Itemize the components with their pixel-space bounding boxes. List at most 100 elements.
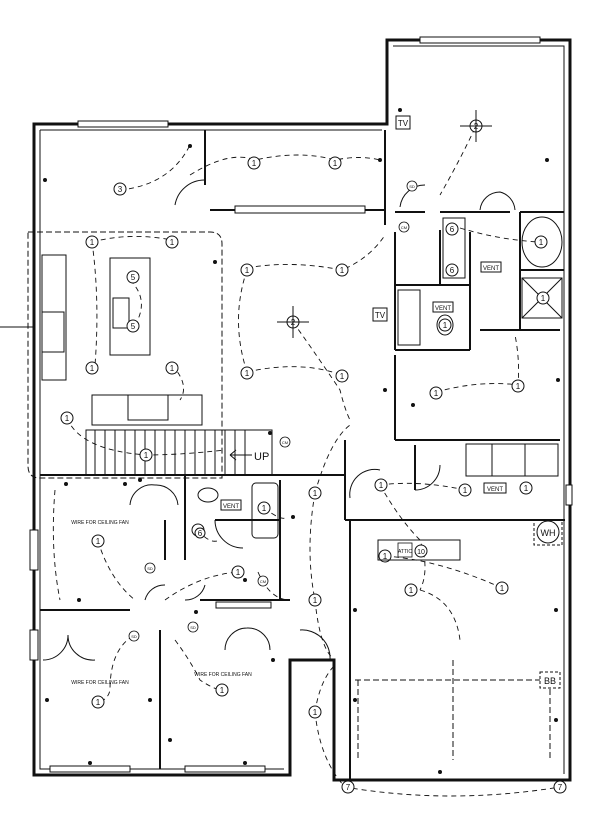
fixture-entry	[308, 705, 322, 719]
svg-text:1: 1	[463, 486, 468, 495]
svg-text:TV: TV	[398, 119, 409, 128]
svg-text:1: 1	[170, 364, 175, 373]
svg-text:TV: TV	[375, 311, 386, 320]
fixture-garage-c	[495, 581, 509, 595]
svg-text:WIRE FOR CEILING FAN: WIRE FOR CEILING FAN	[71, 520, 129, 526]
svg-text:6: 6	[450, 225, 455, 234]
fan-note-bedroom-b: WIRE FOR CEILING FAN	[194, 672, 252, 678]
exterior-walls	[32, 38, 572, 782]
fixtures	[60, 119, 567, 794]
fixture-dining-b	[335, 263, 349, 277]
svg-text:1: 1	[262, 504, 267, 513]
up-arrow: UP	[229, 449, 269, 463]
svg-text:VENT: VENT	[435, 306, 451, 312]
attic-light: ATTIC 10	[377, 539, 461, 561]
fixture-kitchen-c	[85, 361, 99, 375]
svg-text:1: 1	[236, 568, 241, 577]
smoke-detector-labels: SD SD SD SD CM CM CM	[131, 184, 415, 639]
svg-text:WIRE FOR CEILING FAN: WIRE FOR CEILING FAN	[71, 680, 129, 686]
svg-text:BB: BB	[544, 676, 556, 686]
svg-text:1: 1	[340, 372, 345, 381]
kitchen-boundary	[27, 231, 223, 479]
svg-text:1: 1	[383, 552, 388, 561]
baseboard-heater: BB	[539, 671, 561, 689]
vent-master-bath: VENT	[480, 261, 502, 273]
svg-text:5: 5	[131, 322, 136, 331]
svg-text:VENT: VENT	[487, 487, 503, 493]
tv-living: TV	[372, 307, 388, 322]
fixture-kitchen-e	[60, 411, 74, 425]
kitchen-fixtures	[41, 254, 203, 426]
fixture-kitchen-d	[165, 361, 179, 375]
fixture-bed2-fan	[91, 534, 105, 548]
fixture-island-a	[126, 270, 140, 284]
fixture-bed-b-fan	[215, 683, 229, 697]
svg-text:1: 1	[434, 389, 439, 398]
water-heater: WH	[533, 519, 563, 546]
svg-text:1: 1	[333, 159, 338, 168]
fan-note-bedroom-a: WIRE FOR CEILING FAN	[71, 680, 129, 686]
svg-text:ATTIC: ATTIC	[398, 549, 412, 555]
svg-text:6: 6	[450, 266, 455, 275]
svg-text:1: 1	[313, 596, 318, 605]
svg-text:10: 10	[417, 549, 425, 556]
svg-text:1: 1	[65, 414, 70, 423]
vent-hall-bath: VENT	[220, 499, 242, 511]
tv-bedroom: TV	[395, 115, 411, 130]
fixture-bed-a-fan	[91, 695, 105, 709]
svg-text:SD: SD	[190, 625, 196, 630]
windows	[29, 36, 573, 773]
smoke-detectors	[128, 180, 418, 642]
svg-text:SD: SD	[409, 184, 415, 189]
svg-text:1: 1	[379, 481, 384, 490]
svg-text:1: 1	[252, 159, 257, 168]
fixture-living-c	[240, 366, 254, 380]
svg-text:UP: UP	[254, 451, 269, 463]
svg-text:SD: SD	[131, 634, 137, 639]
svg-text:1: 1	[340, 266, 345, 275]
svg-text:CM: CM	[401, 225, 407, 230]
fixture-mudroom	[519, 481, 533, 495]
svg-text:1: 1	[90, 238, 95, 247]
fixture-hall-bath-c	[194, 527, 206, 539]
svg-text:SD: SD	[147, 566, 153, 571]
fixture-hall-c	[308, 593, 322, 607]
svg-text:1: 1	[313, 708, 318, 717]
svg-text:CM: CM	[282, 440, 288, 445]
fixture-bedroom3	[113, 182, 127, 196]
svg-text:1: 1	[409, 586, 414, 595]
fixture-laundry-a	[429, 386, 443, 400]
svg-text:1: 1	[170, 238, 175, 247]
svg-text:VENT: VENT	[223, 504, 239, 510]
fixture-laundry-b	[511, 379, 525, 393]
svg-text:1: 1	[96, 698, 101, 707]
fan-note-bedroom2: WIRE FOR CEILING FAN	[71, 520, 129, 526]
fixture-wc	[438, 318, 452, 332]
outlets	[43, 108, 560, 774]
svg-text:CM: CM	[260, 579, 266, 584]
svg-text:1: 1	[90, 364, 95, 373]
fixture-kitchen-a	[85, 235, 99, 249]
svg-text:1: 1	[500, 584, 505, 593]
fixture-living-a	[247, 156, 261, 170]
svg-text:6: 6	[198, 529, 203, 538]
fixture-ext-a	[341, 780, 355, 794]
svg-text:VENT: VENT	[483, 266, 499, 272]
svg-text:1: 1	[220, 686, 225, 695]
svg-text:1: 1	[443, 321, 448, 330]
stair	[85, 429, 273, 476]
fixture-living-d	[335, 369, 349, 383]
fixture-hall-a	[308, 486, 322, 500]
fixture-dining-a	[240, 263, 254, 277]
svg-text:1: 1	[539, 238, 544, 247]
svg-text:1: 1	[245, 266, 250, 275]
fan-crosshairs	[277, 110, 492, 338]
svg-text:1: 1	[245, 369, 250, 378]
svg-text:5: 5	[131, 273, 136, 282]
garage-door-dashed	[355, 660, 555, 760]
fixture-stair	[139, 448, 153, 462]
fixture-shower	[534, 235, 548, 249]
fixture-mbath-a	[445, 222, 459, 236]
wiring	[52, 127, 561, 797]
